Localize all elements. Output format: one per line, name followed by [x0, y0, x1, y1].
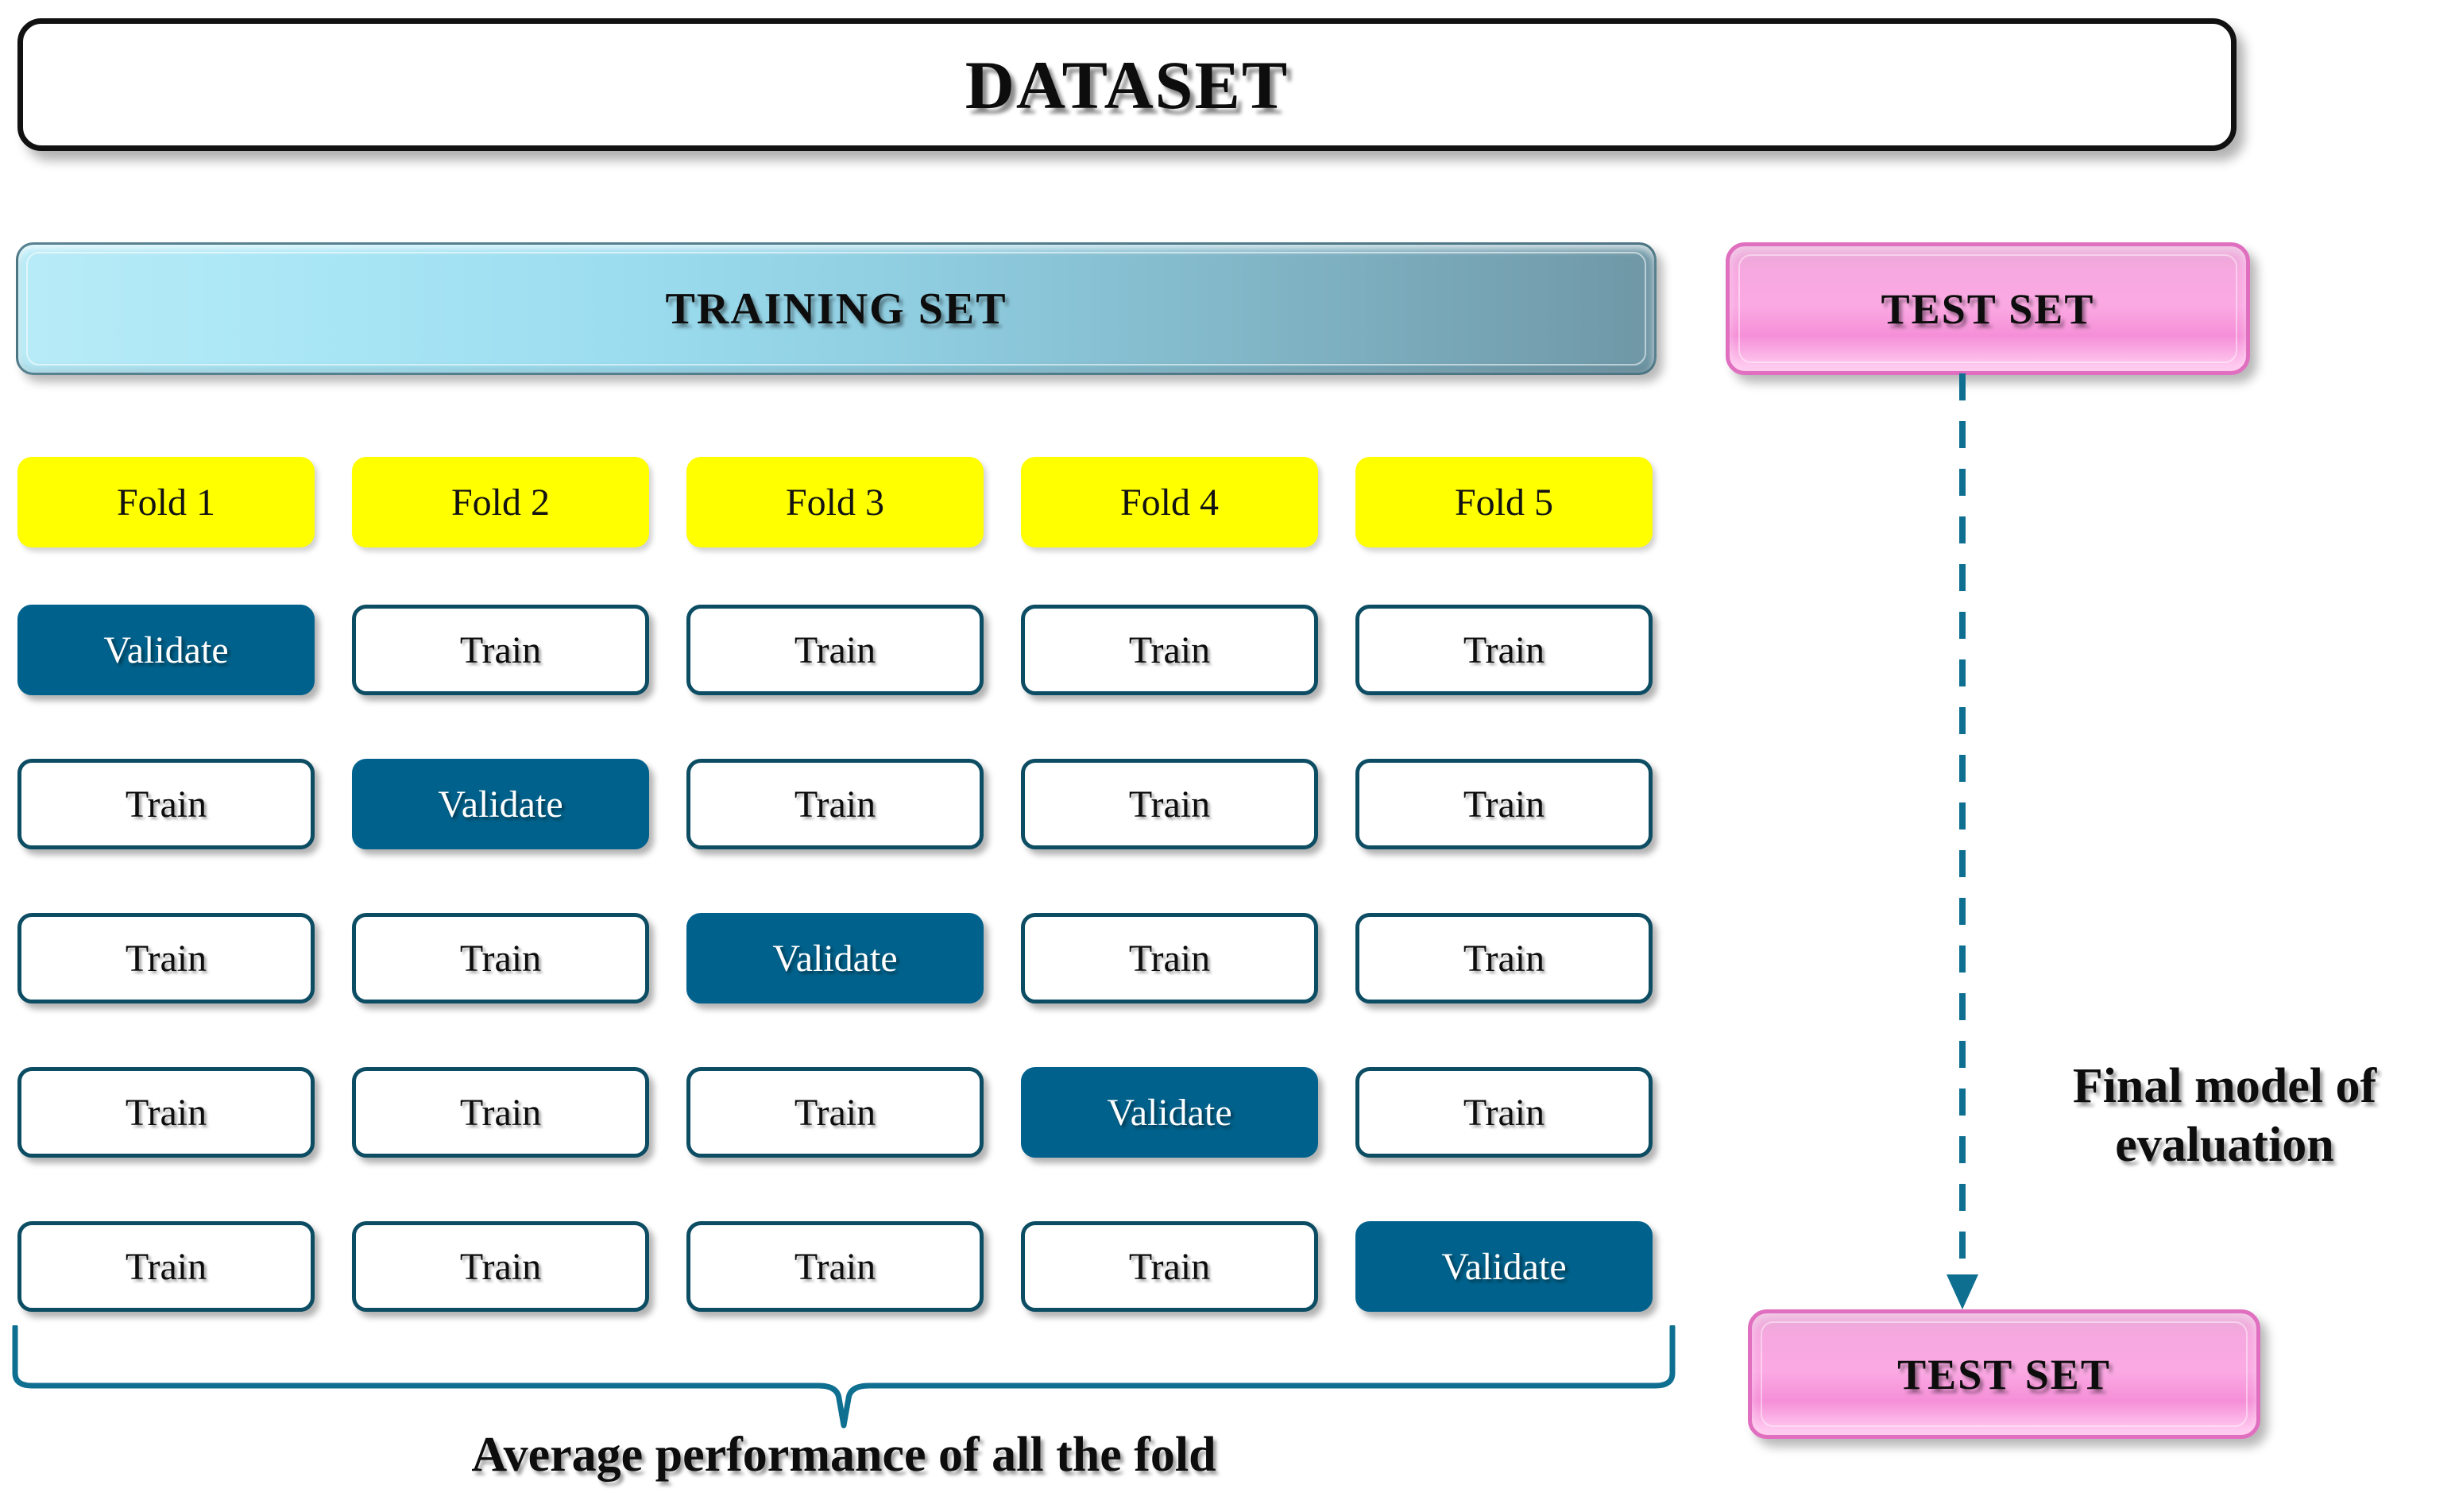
cv-cell-validate: Validate: [352, 759, 649, 849]
cv-cell-label: Validate: [1107, 1091, 1232, 1134]
cv-cell-train: Train: [1355, 759, 1653, 849]
cv-cell-label: Train: [459, 937, 542, 980]
fold-header-label: Fold 4: [1119, 481, 1220, 524]
cv-cell-train: Train: [352, 1221, 649, 1312]
average-performance-caption: Average performance of all the fold: [471, 1428, 1216, 1482]
cv-cell-train: Train: [686, 759, 984, 849]
cv-cell-label: Validate: [1441, 1245, 1567, 1288]
cv-cell-train: Train: [1021, 1221, 1318, 1312]
cv-row-3: Train Train Validate Train Train: [17, 913, 1674, 1003]
cv-cell-label: Train: [125, 1091, 207, 1134]
cv-cell-label: Train: [125, 937, 207, 980]
fold-header-1: Fold 1: [17, 457, 315, 547]
training-set-label: TRAINING SET: [665, 284, 1007, 334]
cv-cell-label: Train: [459, 628, 542, 671]
cv-cell-train: Train: [352, 913, 649, 1003]
training-set-bar: TRAINING SET: [16, 242, 1657, 375]
cv-cell-label: Train: [1128, 783, 1211, 826]
cv-cell-train: Train: [1021, 605, 1318, 695]
cv-cell-train: Train: [1355, 1067, 1653, 1158]
cross-validation-grid: Fold 1 Fold 2 Fold 3 Fold 4 Fold 5 Valid…: [17, 457, 1674, 1375]
cv-cell-train: Train: [1021, 759, 1318, 849]
final-model-caption-line1: Final model of: [2072, 1059, 2377, 1113]
final-model-caption-line2: evaluation: [2115, 1118, 2334, 1173]
curly-brace-icon: [11, 1325, 1676, 1429]
cv-cell-validate: Validate: [1355, 1221, 1653, 1312]
dataset-box: DATASET: [17, 18, 2237, 151]
dataset-label: DATASET: [965, 46, 1289, 123]
cv-cell-label: Train: [1128, 628, 1211, 671]
test-set-label-top: TEST SET: [1881, 284, 2095, 333]
fold-header-label: Fold 2: [450, 481, 551, 524]
cv-cell-train: Train: [17, 1221, 315, 1312]
cv-cell-label: Validate: [772, 937, 898, 980]
cv-cell-validate: Validate: [17, 605, 315, 695]
cv-cell-label: Train: [125, 783, 207, 826]
cv-cell-train: Train: [17, 1067, 315, 1158]
fold-header-4: Fold 4: [1021, 457, 1318, 547]
test-set-box-top: TEST SET: [1726, 242, 2250, 375]
cv-cell-train: Train: [352, 605, 649, 695]
test-set-label-bottom: TEST SET: [1897, 1350, 2111, 1398]
cv-cell-label: Train: [1463, 628, 1545, 671]
fold-header-label: Fold 5: [1454, 481, 1554, 524]
cv-cell-train: Train: [352, 1067, 649, 1158]
cv-cell-train: Train: [17, 913, 315, 1003]
cv-cell-label: Train: [794, 628, 876, 671]
cv-row-2: Train Validate Train Train Train: [17, 759, 1674, 849]
dashed-down-arrow-icon: [1939, 373, 1986, 1311]
final-model-caption: Final model of evaluation: [2002, 1057, 2447, 1175]
cv-cell-train: Train: [686, 1067, 984, 1158]
fold-header-2: Fold 2: [352, 457, 649, 547]
cv-cell-label: Train: [794, 783, 876, 826]
cv-cell-label: Train: [1463, 1091, 1545, 1134]
fold-header-row: Fold 1 Fold 2 Fold 3 Fold 4 Fold 5: [17, 457, 1674, 547]
fold-header-label: Fold 1: [116, 481, 216, 524]
cv-cell-label: Train: [1463, 783, 1545, 826]
test-set-box-bottom: TEST SET: [1748, 1309, 2260, 1439]
cv-cell-label: Train: [125, 1245, 207, 1288]
cv-cell-train: Train: [1021, 913, 1318, 1003]
cv-cell-label: Train: [459, 1091, 542, 1134]
cv-cell-validate: Validate: [1021, 1067, 1318, 1158]
cv-cell-validate: Validate: [686, 913, 984, 1003]
cv-row-5: Train Train Train Train Validate: [17, 1221, 1674, 1312]
cv-cell-train: Train: [686, 1221, 984, 1312]
cv-cell-train: Train: [17, 759, 315, 849]
cv-cell-label: Train: [1128, 1245, 1211, 1288]
cv-cell-label: Train: [1128, 937, 1211, 980]
fold-header-5: Fold 5: [1355, 457, 1653, 547]
cv-cell-train: Train: [1355, 913, 1653, 1003]
cv-cell-train: Train: [1355, 605, 1653, 695]
fold-header-3: Fold 3: [686, 457, 984, 547]
cv-row-4: Train Train Train Validate Train: [17, 1067, 1674, 1158]
cv-cell-label: Validate: [103, 628, 229, 671]
cv-cell-label: Train: [794, 1091, 876, 1134]
cv-cell-label: Validate: [438, 783, 563, 826]
cv-row-1: Validate Train Train Train Train: [17, 605, 1674, 695]
cv-cell-train: Train: [686, 605, 984, 695]
cv-cell-label: Train: [794, 1245, 876, 1288]
cv-cell-label: Train: [459, 1245, 542, 1288]
fold-header-label: Fold 3: [785, 481, 885, 524]
cv-cell-label: Train: [1463, 937, 1545, 980]
